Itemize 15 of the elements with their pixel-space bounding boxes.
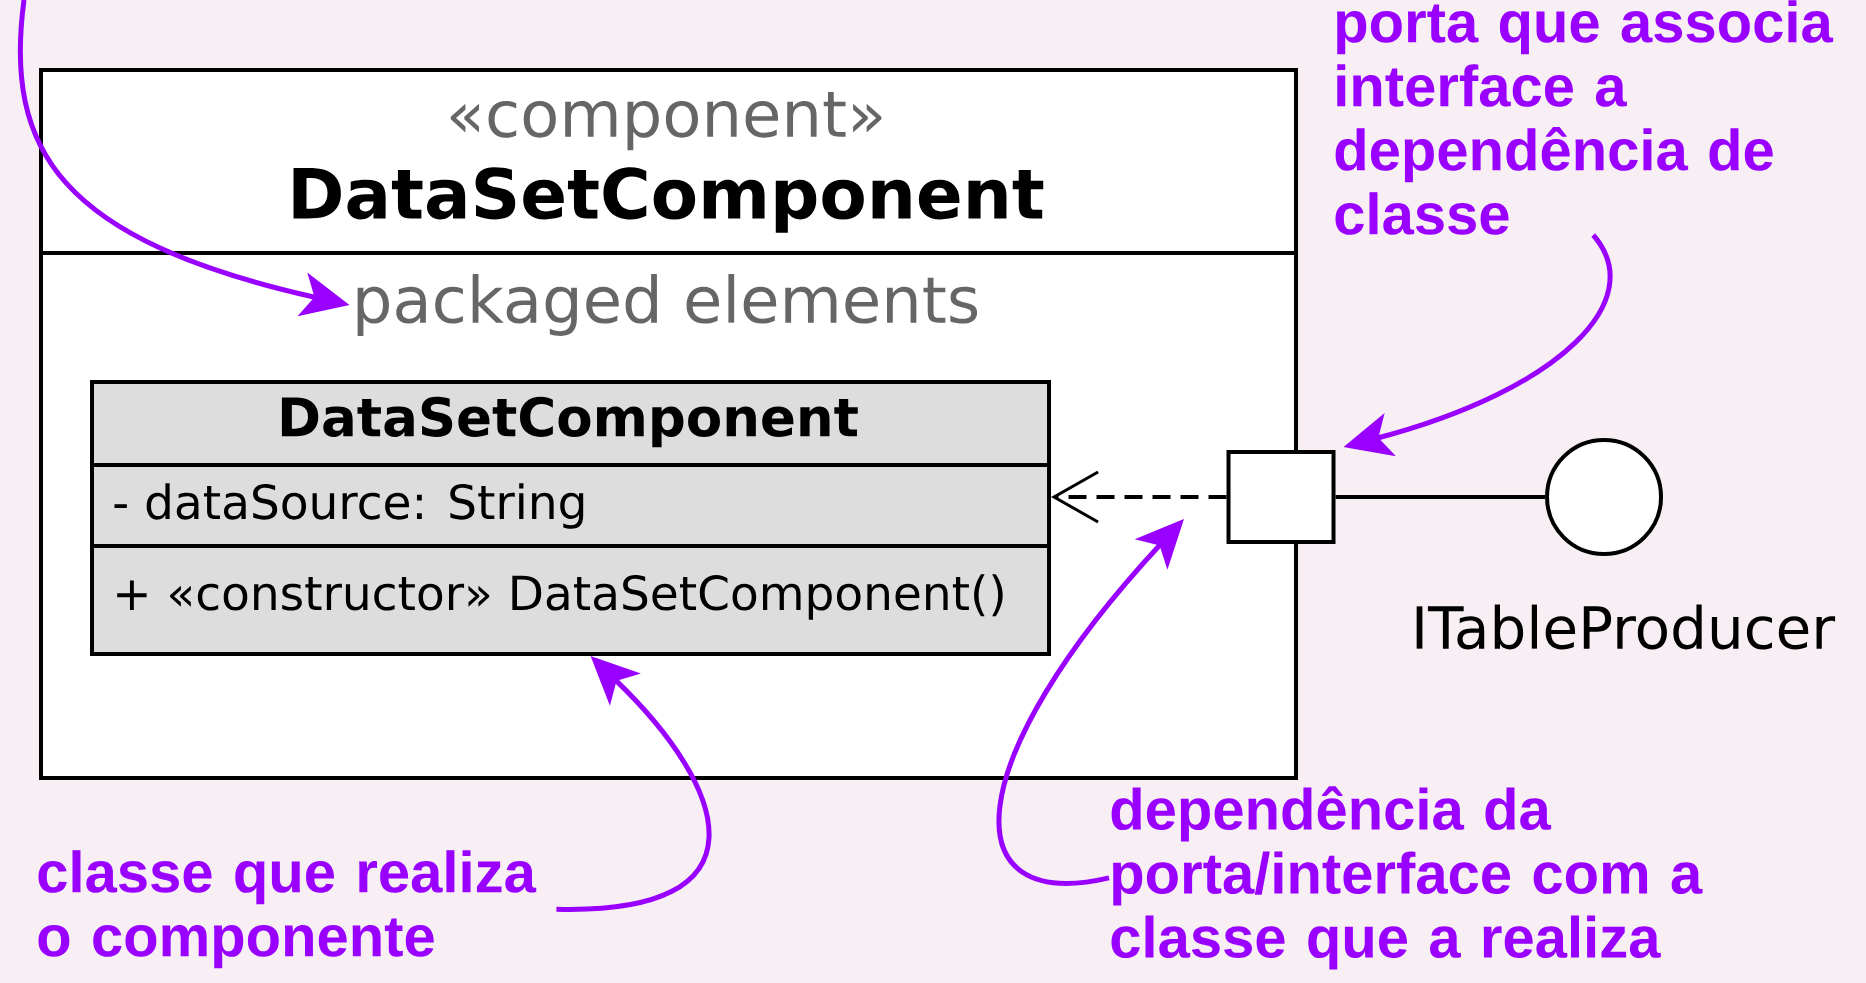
attribute-text: - dataSource: String: [114, 483, 584, 529]
annotation-text: porta que associa interface a dependência de classe: [1335, 0, 1834, 235]
connector-line: [1335, 495, 1545, 499]
interface-name: ITableProducer: [1416, 604, 1836, 650]
operation-text: + «constructor» DataSetComponent(): [117, 574, 1003, 620]
dependency-arrow: [1051, 470, 1227, 524]
class-box: [90, 380, 1051, 656]
compartment-label: packaged elements: [357, 274, 978, 336]
component-name: DataSetComponent: [293, 167, 1044, 233]
stereotype-label: «component»: [450, 91, 882, 151]
port-square: [1226, 450, 1336, 544]
interface-circle: [1545, 438, 1663, 556]
class-name: DataSetComponent: [281, 396, 858, 448]
annotation-text: classe que realiza o componente: [38, 850, 537, 969]
annotation-text: dependência da porta/interface com a classe que a realiza: [1111, 786, 1703, 970]
